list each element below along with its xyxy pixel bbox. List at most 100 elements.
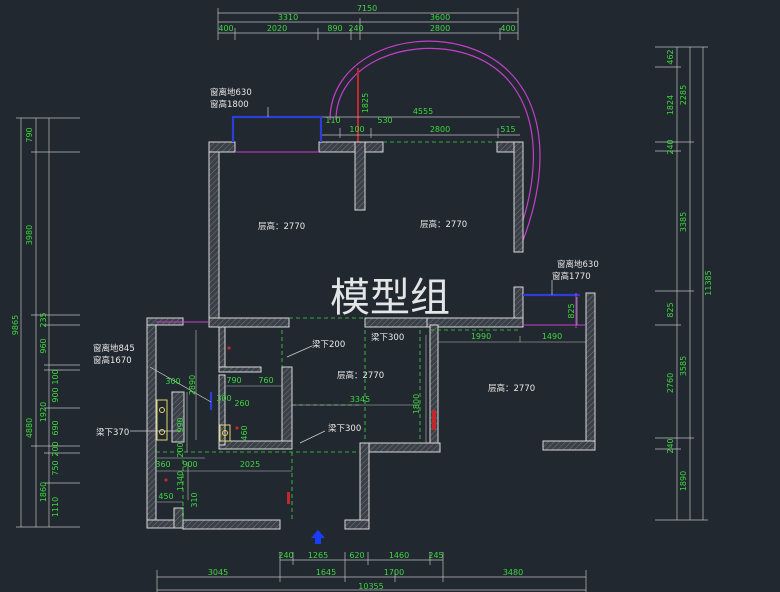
dim-int-450: 450 [158,492,173,501]
dim-left-total: 9865 [11,315,20,335]
dim-bottom-d: 3480 [503,568,523,577]
dim-int-990: 990 [176,417,185,432]
dim-right-b: 1824 [666,95,675,115]
window-sill-label-3: 窗离地845 [93,343,135,354]
dim-left-j: 200 [51,441,60,456]
window-sill-label-1: 窗离地630 [210,87,252,98]
entrance-arrow-icon [311,530,325,544]
dim-int-1990: 1990 [471,332,491,341]
dim-int-760: 760 [258,376,273,385]
right-dimension-chain [655,46,708,521]
door-markers [164,346,436,504]
room-label-ceiling-2: 层高：2770 [420,219,467,230]
dim-top-s3: 890 [327,24,342,33]
dim-bay-a: 110 [325,116,340,125]
dim-int-460: 460 [240,425,249,440]
fixtures [156,399,231,442]
dim-bay-d: 2800 [430,125,450,134]
dim-bottom-g: 620 [349,551,364,560]
top-dimension-chain [217,8,519,40]
dim-int-3345: 3345 [350,395,370,404]
magenta-lines [156,151,586,328]
dim-right-c: 2285 [679,85,688,105]
dim-bottom-i: 245 [428,551,443,560]
dim-left-f: 900 [51,387,60,402]
dim-bottom-f: 1265 [308,551,328,560]
dim-int-900: 900 [182,460,197,469]
dim-right-g: 2760 [666,373,675,393]
dim-left-i: 4880 [25,418,34,438]
beam-label-300a: 梁下300 [371,333,404,343]
dim-int-300b: 300 [216,394,231,403]
dim-left-c: 235 [39,312,48,327]
dim-int-310: 310 [190,492,199,507]
window-height-label-1: 窗高1800 [210,99,249,110]
dim-left-l: 1860 [39,482,48,502]
dim-int-2025: 2025 [240,460,260,469]
dim-bay-total: 4555 [413,107,433,116]
dim-int-1340: 1340 [176,471,185,491]
dim-right-i: 240 [666,438,675,453]
watermark-text: 模型组 [330,275,450,321]
dim-right-h: 3585 [679,356,688,376]
dim-top-s2: 2020 [267,24,287,33]
dim-bay-c: 100 [349,125,364,134]
dim-top-total: 7150 [357,4,377,13]
dim-bottom-c: 1700 [384,568,404,577]
room-label-ceiling-1: 层高：2770 [258,221,305,232]
windows [209,115,580,410]
room-label-ceiling-4: 层高：2770 [488,383,535,394]
dim-right-a: 462 [666,49,675,64]
dim-top-s5: 2800 [430,24,450,33]
dim-left-m: 1110 [51,497,60,517]
dim-left-b: 3980 [25,225,34,245]
dim-left-d: 960 [39,338,48,353]
dim-right-f: 825 [666,302,675,317]
dim-right-d: 240 [666,139,675,154]
dim-bay-v1825: 1825 [361,93,370,113]
dim-top-s6: 400 [500,24,515,33]
dim-bottom-e: 240 [278,551,293,560]
dim-int-825: 825 [567,303,576,318]
dim-left-h: 690 [51,420,60,435]
beam-label-370: 梁下370 [96,428,129,438]
dim-bottom-h: 1460 [389,551,409,560]
window-height-label-3: 窗高1670 [93,355,132,366]
dim-top-s1: 400 [218,24,233,33]
dim-bay-e: 515 [500,125,515,134]
dim-bottom-b: 1645 [316,568,336,577]
dim-left-e: 100 [51,369,60,384]
dim-top-d1: 3310 [278,13,298,22]
dim-top-d2: 3600 [430,13,450,22]
dim-int-1490: 1490 [542,332,562,341]
room-label-ceiling-3: 层高：2770 [337,370,384,381]
window-height-label-2: 窗高1770 [552,271,591,282]
dim-bottom-total: 10355 [358,582,383,591]
beam-label-300b: 梁下300 [328,424,361,434]
dim-int-790: 790 [226,376,241,385]
dim-left-g: 1920 [39,402,48,422]
interior-dimension-lines [156,297,586,503]
dim-right-total: 11385 [704,270,713,295]
dim-top-s4: 240 [348,24,363,33]
dim-int-2890: 2890 [188,375,197,395]
bottom-dimension-chain [156,552,587,592]
dim-int-1800: 1800 [412,394,421,414]
leader-lines [130,107,553,444]
dim-right-j: 1890 [679,471,688,491]
dim-left-a: 790 [25,127,34,142]
walls [146,141,596,530]
window-sill-label-2: 窗离地630 [557,259,599,270]
beam-label-200: 梁下200 [312,340,345,350]
dim-right-e: 3385 [679,212,688,232]
dim-int-300a: 300 [165,377,180,386]
dim-int-360: 360 [155,460,170,469]
dim-int-260: 260 [234,399,249,408]
dim-int-200: 200 [176,442,185,457]
bay-window-curve [329,40,541,249]
dim-bay-b: 530 [377,116,392,125]
bay-dimension-chain [320,116,520,138]
dim-bottom-a: 3045 [208,568,228,577]
